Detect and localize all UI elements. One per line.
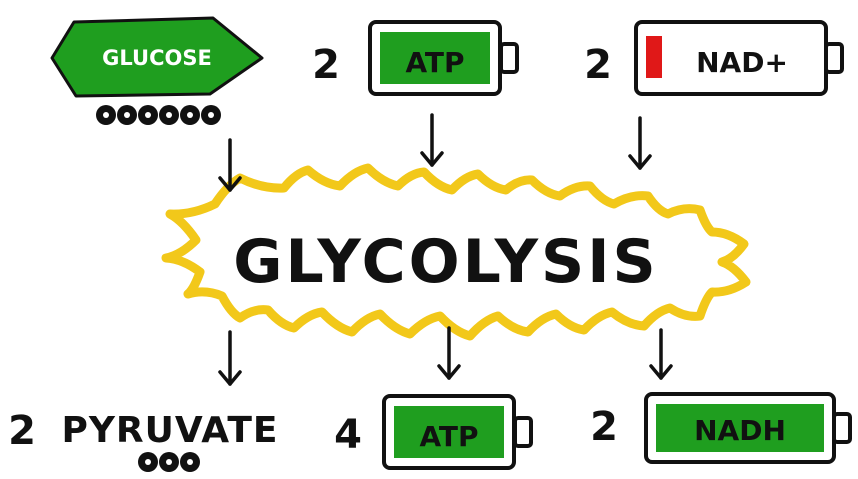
glucose-carbon-atom-centre [187, 112, 193, 118]
glucose-carbon-atom-centre [103, 112, 109, 118]
product-atp-battery-icon: ATP [382, 394, 533, 470]
reactant-atp-battery-icon: ATP [368, 20, 519, 96]
arrow-nadh-down-icon [649, 328, 673, 380]
pyruvate-label: PYRUVATE [61, 410, 278, 451]
glucose-carbon-atom-centre [166, 112, 172, 118]
arrow-product-atp-down-icon [437, 326, 461, 380]
arrow-nad-down-icon [628, 116, 652, 170]
reactant-nad-battery-icon: NAD+ [634, 20, 844, 96]
reactant-nad-count: 2 [584, 42, 612, 88]
product-atp-label: ATP [419, 420, 478, 453]
pyruvate-count: 2 [8, 408, 36, 454]
pyruvate-carbon-atom-centre [166, 459, 172, 465]
process-label: GLYCOLYSIS [233, 227, 659, 297]
pyruvate-carbon-chain [138, 452, 200, 472]
arrow-pyruvate-down-icon [218, 330, 242, 386]
nadh-count: 2 [590, 404, 618, 450]
glucose-carbon-atom-centre [145, 112, 151, 118]
reactant-nad-label: NAD+ [696, 46, 788, 79]
glucose-carbon-atom-centre [124, 112, 130, 118]
nadh-label: NADH [694, 414, 786, 447]
glucose-carbon-atom-centre [208, 112, 214, 118]
glucose-icon: GLUCOSE [50, 16, 264, 98]
reactant-atp-label: ATP [405, 46, 464, 79]
nadh-battery-icon: NADH [644, 392, 852, 464]
arrow-atp-down-icon [420, 113, 444, 167]
reactant-atp-count: 2 [312, 42, 340, 88]
starburst-shape [161, 163, 751, 341]
product-atp-count: 4 [334, 412, 362, 458]
glucose-label: GLUCOSE [102, 46, 212, 70]
pyruvate-carbon-atom-centre [187, 459, 193, 465]
glucose-carbon-chain [96, 105, 221, 125]
pyruvate-carbon-atom-centre [145, 459, 151, 465]
arrow-glucose-down-icon [218, 138, 242, 192]
